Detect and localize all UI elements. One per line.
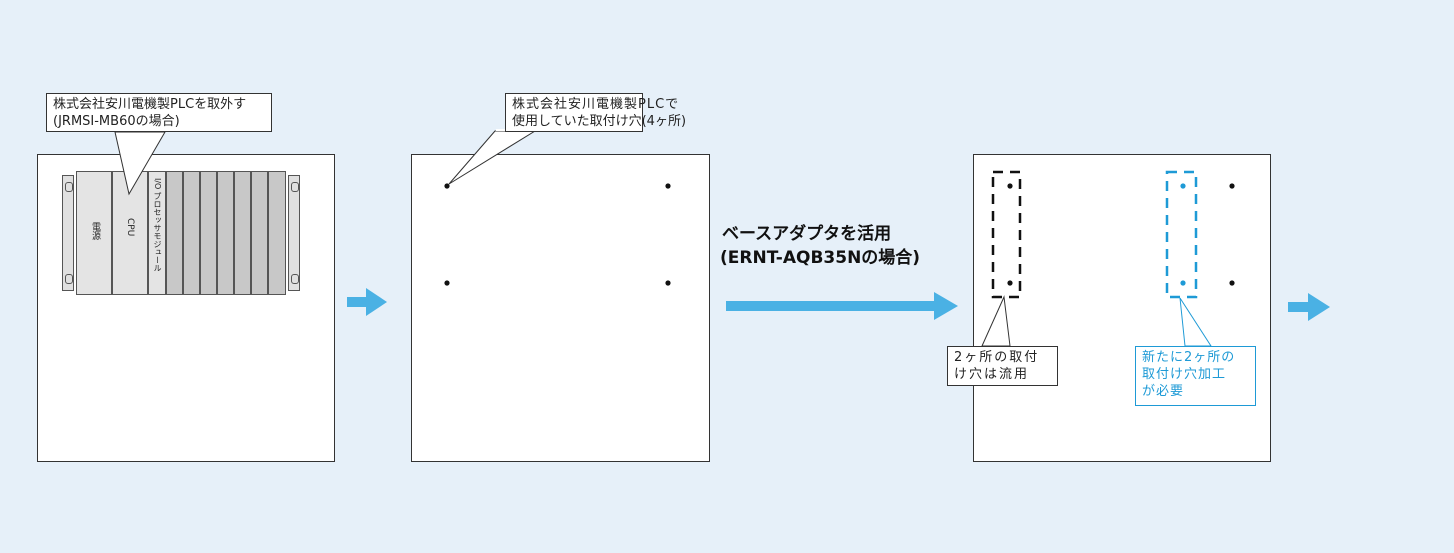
callout-pointer xyxy=(981,295,1011,347)
reused-hole xyxy=(1007,183,1013,189)
power-module: 電源 xyxy=(76,171,112,295)
io-slot xyxy=(217,171,234,295)
arrow-right-icon xyxy=(1288,293,1330,321)
adapter-title-line2: (ERNT-AQB35Nの場合) xyxy=(720,248,921,268)
callout-new-holes: 新たに2ヶ所の 取付け穴加工 が必要 xyxy=(1135,346,1256,406)
rack-left-bracket xyxy=(62,175,74,291)
callout-text: け穴は流用 xyxy=(954,367,1030,382)
io-module-label: I/O プロセッサモジュール xyxy=(153,178,162,272)
reused-hole-outline xyxy=(991,170,1022,299)
new-hole xyxy=(1180,280,1186,286)
callout-text: 取付け穴加工 xyxy=(1142,367,1227,382)
io-slot xyxy=(234,171,251,295)
io-slot xyxy=(183,171,200,295)
rack-right-bracket xyxy=(288,175,300,291)
callout-existing-holes: 株式会社安川電機製PLCで 使用していた取付け穴(4ヶ所) xyxy=(505,93,687,132)
cpu-module-label: CPU xyxy=(125,218,135,237)
mount-hole-icon xyxy=(291,182,299,192)
new-hole xyxy=(1180,183,1186,189)
mount-hole xyxy=(665,183,671,189)
callout-text: 株式会社安川電機製PLCで xyxy=(512,97,680,112)
plc-rack: 電源 CPU I/O プロセッサモジュール xyxy=(62,171,300,295)
io-slot xyxy=(251,171,268,295)
callout-text: 株式会社安川電機製PLCを取外す xyxy=(53,97,247,112)
callout-text: (JRMSI-MB60の場合) xyxy=(53,114,180,129)
callout-reuse-holes: 2ヶ所の取付 け穴は流用 xyxy=(947,346,1058,386)
io-slot xyxy=(166,171,183,295)
io-slot xyxy=(268,171,286,295)
callout-text: 2ヶ所の取付 xyxy=(954,350,1040,365)
mount-hole xyxy=(444,280,450,286)
arrow-right-icon xyxy=(347,288,387,316)
reused-hole xyxy=(1007,280,1013,286)
callout-remove-plc: 株式会社安川電機製PLCを取外す (JRMSI-MB60の場合) xyxy=(46,93,272,132)
callout-text: が必要 xyxy=(1142,384,1185,399)
power-module-label: 電源 xyxy=(90,222,100,240)
panel-existing-plc: 電源 CPU I/O プロセッサモジュール xyxy=(37,154,335,462)
panel-existing-holes xyxy=(411,154,710,462)
mount-hole-icon xyxy=(65,274,73,284)
callout-text: 使用していた取付け穴(4ヶ所) xyxy=(512,114,687,129)
adapter-title: ベースアダプタを活用 (ERNT-AQB35Nの場合) xyxy=(720,222,920,270)
mount-hole xyxy=(665,280,671,286)
mount-hole-icon xyxy=(65,182,73,192)
mount-hole xyxy=(444,183,450,189)
io-slot xyxy=(200,171,217,295)
new-hole-outline xyxy=(1165,170,1198,299)
long-arrow-right-icon xyxy=(726,292,958,320)
mount-hole xyxy=(1229,183,1235,189)
adapter-title-line1: ベースアダプタを活用 xyxy=(722,224,892,244)
callout-pointer xyxy=(114,131,166,196)
io-processor-module: I/O プロセッサモジュール xyxy=(148,171,166,295)
callout-text: 新たに2ヶ所の xyxy=(1142,350,1236,365)
callout-pointer xyxy=(448,130,537,185)
panel-with-adapter xyxy=(973,154,1271,462)
mount-hole-icon xyxy=(291,274,299,284)
callout-pointer xyxy=(1179,297,1212,347)
mount-hole xyxy=(1229,280,1235,286)
